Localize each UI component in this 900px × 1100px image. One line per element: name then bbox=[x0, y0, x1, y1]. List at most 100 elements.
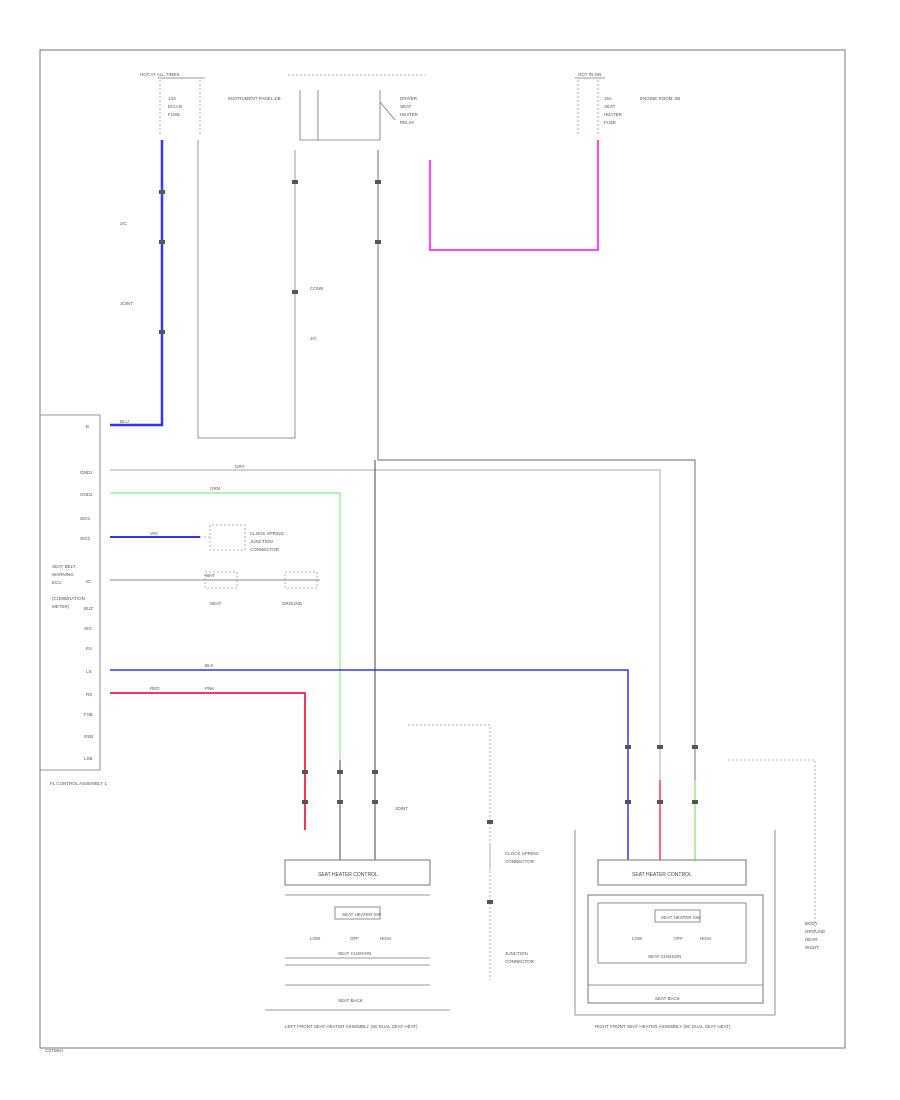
ground-right-note: BODY bbox=[805, 921, 818, 926]
left-cushion-label: SEAT CUSHION bbox=[338, 951, 371, 956]
left-switch-pos: LOW bbox=[310, 936, 321, 941]
left-switch-pos: HIGH bbox=[380, 936, 391, 941]
wire-tag: PNK bbox=[205, 686, 214, 691]
right-back-label: SEAT BACK bbox=[655, 996, 680, 1001]
junction-label: J/C bbox=[310, 336, 318, 341]
fuse-right-header: HOT IN ON bbox=[578, 72, 601, 77]
main-ecu-block: SEAT BELT WARNING ECU (COMBINATION METER… bbox=[40, 414, 107, 786]
ecu-pin: SIG1 bbox=[80, 516, 91, 521]
wire-tag: RED bbox=[150, 686, 160, 691]
ground-right-note: NEAR bbox=[805, 937, 818, 942]
mid-note: CONNECTOR bbox=[505, 959, 535, 964]
junction-label: CONN bbox=[310, 286, 323, 291]
ecu-pin: B bbox=[86, 424, 89, 429]
ecu-pin: IG bbox=[86, 579, 91, 584]
ecu-line: SEAT BELT bbox=[52, 564, 76, 569]
fuse-right-note: ENGINE ROOM J/B bbox=[640, 96, 680, 101]
ecu-pin: RSB bbox=[84, 734, 93, 739]
ground-right-note: GROUND bbox=[805, 929, 826, 934]
mid-note: CLOCK SPRING bbox=[505, 851, 540, 856]
ecu-pin: LSB bbox=[84, 756, 93, 761]
wire-green bbox=[110, 492, 341, 760]
fuse-right-block: HOT IN ON 15A SEAT HEATER FUSE ENGINE RO… bbox=[575, 72, 680, 135]
ecu-caption: FL CONTROL ASSEMBLY 1 bbox=[50, 781, 107, 786]
fuse-left-header: HOT AT ALL TIMES bbox=[140, 72, 180, 77]
wire-gray-relay bbox=[377, 150, 696, 780]
ecu-line: WARNING bbox=[52, 572, 74, 577]
mid-note: GROUND bbox=[282, 601, 303, 606]
right-switch-pos: OFF bbox=[674, 936, 683, 941]
wire-ground-right bbox=[728, 759, 816, 930]
indicator-components: CLOCK SPRING JUNCTION CONNECTOR SEAT GRO… bbox=[200, 524, 318, 606]
ecu-line: (COMBINATION bbox=[52, 596, 85, 601]
ground-notes: CLOCK SPRING CONNECTOR JUNCTION CONNECTO… bbox=[489, 845, 826, 964]
wire-tag: GRY bbox=[235, 464, 245, 469]
relay-line: SEAT bbox=[400, 104, 412, 109]
relay-block: DRIVER SEAT HEATER RELAY bbox=[288, 74, 425, 141]
right-assembly-header: SEAT HEATER CONTROL bbox=[632, 872, 692, 878]
left-back-label: SEAT BACK bbox=[338, 998, 363, 1003]
mid-note: CONNECTOR bbox=[250, 547, 280, 552]
wire-tag: BLK bbox=[205, 663, 214, 668]
ecu-pin: GND2 bbox=[80, 492, 93, 497]
right-switch-pos: LOW bbox=[632, 936, 643, 941]
diagram-code: CSTB6H bbox=[45, 1048, 63, 1053]
left-assembly-caption: LEFT FRONT SEAT HEATER ASSEMBLY (W/ DUAL… bbox=[285, 1024, 418, 1029]
connector-markers bbox=[159, 180, 698, 904]
wire-magenta bbox=[429, 140, 599, 251]
junction-label: J/C bbox=[120, 221, 128, 226]
left-switch-label: SEAT HEATER SW bbox=[342, 912, 382, 917]
fuse-left-line: 10A bbox=[168, 96, 176, 101]
ecu-pin: FSB bbox=[84, 712, 93, 717]
fuse-right-line: 15A bbox=[604, 96, 612, 101]
ecu-pin: BUZ bbox=[84, 606, 93, 611]
ecu-pin: SIG2 bbox=[80, 536, 91, 541]
fuse-right-line: SEAT bbox=[604, 104, 616, 109]
wire-ground-mid bbox=[408, 724, 491, 980]
wire-tag: WHT bbox=[205, 573, 215, 578]
fuse-right-line: FUSE bbox=[604, 120, 616, 125]
wire-tag: VIO bbox=[150, 531, 158, 536]
fuse-left-line: ECU-B bbox=[168, 104, 182, 109]
ecu-line: ECU bbox=[52, 580, 62, 585]
mid-note: JUNCTION bbox=[250, 539, 273, 544]
wire-gray-signal bbox=[110, 469, 661, 780]
wire-tags: BLU GRN GRY RED PNK BLK WHT VIO bbox=[120, 419, 245, 691]
wire-gray-fuse bbox=[197, 140, 296, 439]
wire-tag: BLU bbox=[120, 419, 129, 424]
fuse-left-note: INSTRUMENT PANEL J/B bbox=[228, 96, 281, 101]
mid-note: SEAT bbox=[210, 601, 222, 606]
relay-line: HEATER bbox=[400, 112, 419, 117]
wire-tag: GRN bbox=[210, 486, 220, 491]
left-switch-pos: OFF bbox=[350, 936, 359, 941]
left-seat-heater-assembly: SEAT HEATER CONTROL SEAT HEATER SW LOW O… bbox=[265, 859, 450, 1029]
fuse-right-line: HEATER bbox=[604, 112, 623, 117]
mid-note: JUNCTION bbox=[505, 951, 528, 956]
fuse-left-line: FUSE bbox=[168, 112, 180, 117]
wire-blue-right bbox=[110, 669, 629, 780]
relay-line: RELAY bbox=[400, 120, 414, 125]
ecu-pin: RS bbox=[86, 692, 92, 697]
fuse-left-block: HOT AT ALL TIMES 10A ECU-B FUSE INSTRUME… bbox=[140, 72, 281, 135]
relay-line: DRIVER bbox=[400, 96, 418, 101]
wire-blue-supply bbox=[110, 140, 164, 427]
junction-label: JOINT bbox=[120, 301, 133, 306]
left-assembly-header: SEAT HEATER CONTROL bbox=[318, 872, 378, 878]
right-cushion-label: SEAT CUSHION bbox=[648, 954, 681, 959]
right-seat-heater-assembly: SEAT HEATER CONTROL SEAT HEATER SW LOW O… bbox=[574, 830, 776, 1029]
wire-red-left bbox=[110, 692, 306, 830]
ecu-pin: SIG bbox=[84, 626, 92, 631]
mid-note: CLOCK SPRING bbox=[250, 531, 285, 536]
junction-label: JOINT bbox=[395, 806, 408, 811]
junction-labels: J/C JOINT CONN J/C JOINT bbox=[120, 221, 408, 811]
ecu-line: METER) bbox=[52, 604, 70, 609]
right-assembly-caption: RIGHT FRONT SEAT HEATER ASSEMBLY (W/ DUA… bbox=[595, 1024, 731, 1029]
ground-right-note: RIGHT bbox=[805, 945, 819, 950]
ecu-pin: LS bbox=[86, 669, 92, 674]
ecu-pin: ES bbox=[86, 646, 92, 651]
right-switch-pos: HIGH bbox=[700, 936, 711, 941]
diagram-border bbox=[39, 49, 846, 1049]
right-switch-label: SEAT HEATER SW bbox=[661, 915, 701, 920]
ecu-pin: GND1 bbox=[80, 470, 93, 475]
